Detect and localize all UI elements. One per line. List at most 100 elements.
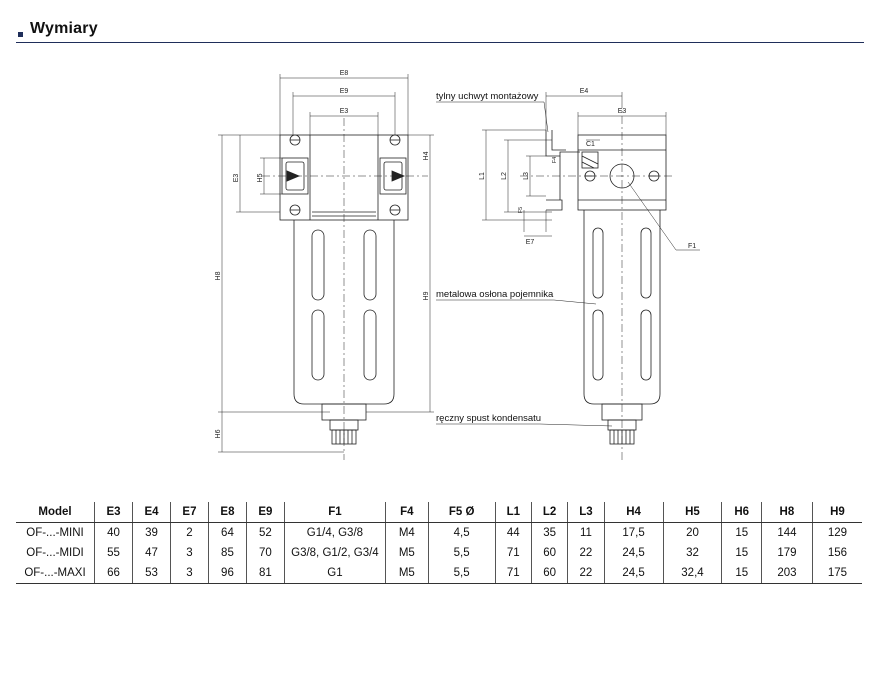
dim-label-h6: H6 — [215, 429, 222, 438]
front-view: E8 E9 E3 E3 H5 H8 H6 H4 H9 — [215, 70, 434, 460]
flow-arrow-icon — [286, 170, 301, 182]
column-header: L1 — [494, 502, 532, 523]
callout-drain: ręczny spust kondensatu — [436, 413, 541, 424]
table-cell: G3/8, G1/2, G3/4 — [283, 543, 386, 563]
dim-label-e3: E3 — [340, 108, 349, 115]
table-cell: 203 — [760, 563, 813, 584]
callout-bracket: tylny uchwyt montażowy — [436, 91, 539, 102]
table-cell: OF-...-MINI — [26, 527, 84, 539]
table-cell: G1/4, G3/8 — [283, 522, 386, 543]
dimensions-table: Model E3 E4 E7 E8 E9 F1 F4 F5 Ø L1 L2 L3… — [16, 502, 862, 584]
table-cell: 32,4 — [662, 563, 722, 584]
table-cell: 144 — [760, 522, 813, 543]
table-cell: 52 — [245, 522, 285, 543]
table-cell: 81 — [245, 563, 285, 584]
table-cell: 5,5 — [427, 543, 496, 563]
table-cell: 5,5 — [427, 563, 496, 584]
table-cell: 71 — [494, 543, 532, 563]
bullet-icon — [18, 32, 23, 37]
table-cell: 22 — [567, 543, 605, 563]
side-bracket-block — [581, 151, 599, 169]
dim-label-e4: E4 — [580, 88, 589, 95]
column-header: H6 — [721, 502, 762, 523]
table-cell: 53 — [131, 563, 171, 584]
column-header: H8 — [760, 502, 813, 523]
table-cell: 179 — [760, 543, 813, 563]
column-header: E9 — [245, 502, 285, 523]
dim-label-e8: E8 — [340, 70, 349, 77]
table-cell: G1 — [283, 563, 386, 584]
table-cell: 96 — [207, 563, 247, 584]
column-header: E4 — [131, 502, 171, 523]
dim-label-h5: H5 — [257, 173, 264, 182]
column-header: Model — [16, 502, 95, 523]
table-cell: M5 — [384, 543, 429, 563]
technical-drawing: E8 E9 E3 E3 H5 H8 H6 H4 H9 — [0, 50, 878, 470]
table-cell: 70 — [245, 543, 285, 563]
table-cell: 64 — [207, 522, 247, 543]
table-cell: 47 — [131, 543, 171, 563]
table-cell: 85 — [207, 543, 247, 563]
dim-label-e3-side: E3 — [618, 108, 627, 115]
table-row: OF-...-MIDI 55 47 3 85 70 G3/8, G1/2, G3… — [16, 543, 862, 563]
dim-label-e3-vertical: E3 — [233, 174, 240, 183]
dim-label-f1: F1 — [688, 243, 696, 250]
table-cell: 24,5 — [603, 563, 664, 584]
table-cell: OF-...-MAXI — [16, 563, 95, 584]
section-header: Wymiary — [16, 18, 864, 44]
section-title: Wymiary — [30, 20, 98, 37]
table-cell: 35 — [530, 522, 568, 543]
table-cell: 2 — [169, 522, 209, 543]
table-cell: 17,5 — [603, 522, 664, 543]
table-cell: 40 — [94, 522, 133, 543]
dim-label-l3: L3 — [523, 172, 530, 180]
table-cell: 32 — [662, 543, 722, 563]
table-row: OF-...-MINI 40 39 2 64 52 G1/4, G3/8 M4 … — [16, 522, 862, 543]
column-header: L3 — [567, 502, 605, 523]
table-cell: OF-...-MIDI — [26, 547, 84, 559]
callout-bowl-guard: metalowa osłona pojemnika — [436, 289, 554, 300]
dim-label-e9: E9 — [340, 88, 349, 95]
table-cell: 4,5 — [427, 522, 496, 543]
column-header: F1 — [283, 502, 386, 523]
table-cell: 3 — [169, 543, 209, 563]
dim-label-l2: L2 — [501, 172, 508, 180]
table-cell: 15 — [721, 543, 762, 563]
table-cell: 15 — [721, 563, 762, 584]
table-cell: 175 — [811, 563, 862, 584]
dim-label-h9: H9 — [423, 291, 430, 300]
table-cell: 71 — [494, 563, 532, 584]
table-cell: 22 — [567, 563, 605, 584]
table-cell: 55 — [94, 543, 133, 563]
column-header: L2 — [530, 502, 568, 523]
table-cell: 20 — [662, 522, 722, 543]
table-cell: 156 — [811, 543, 862, 563]
mounting-bracket — [545, 130, 580, 157]
dim-label-e7: E7 — [526, 239, 535, 246]
callouts: tylny uchwyt montażowy metalowa osłona p… — [436, 91, 613, 427]
table-cell: 24,5 — [603, 543, 664, 563]
dim-label-l1: L1 — [479, 172, 486, 180]
column-header: H5 — [662, 502, 722, 523]
table-cell: 3 — [169, 563, 209, 584]
dim-label-h8: H8 — [215, 271, 222, 280]
table-row: OF-...-MAXI 66 53 3 96 81 G1 M5 5,5 71 6… — [16, 563, 862, 584]
table-cell: 39 — [131, 522, 171, 543]
table-cell: M4 — [384, 522, 429, 543]
dim-label-f5: F5 — [518, 207, 524, 213]
table-cell: 60 — [530, 563, 568, 584]
table-cell: 11 — [567, 522, 605, 543]
dim-label-f4: F4 — [552, 157, 558, 163]
column-header: E7 — [169, 502, 209, 523]
column-header: H4 — [603, 502, 664, 523]
table-cell: 15 — [721, 522, 762, 543]
table-cell: M5 — [384, 563, 429, 584]
column-header: E3 — [94, 502, 133, 523]
side-view: E4 E3 C1 L1 L2 L3 F4 F5 E7 F1 — [479, 88, 700, 460]
column-header: H9 — [811, 502, 862, 523]
table-cell: 44 — [494, 522, 532, 543]
table-cell: 66 — [94, 563, 133, 584]
table-cell: 60 — [530, 543, 568, 563]
dim-label-h4: H4 — [423, 151, 430, 160]
table-cell: 129 — [811, 522, 862, 543]
